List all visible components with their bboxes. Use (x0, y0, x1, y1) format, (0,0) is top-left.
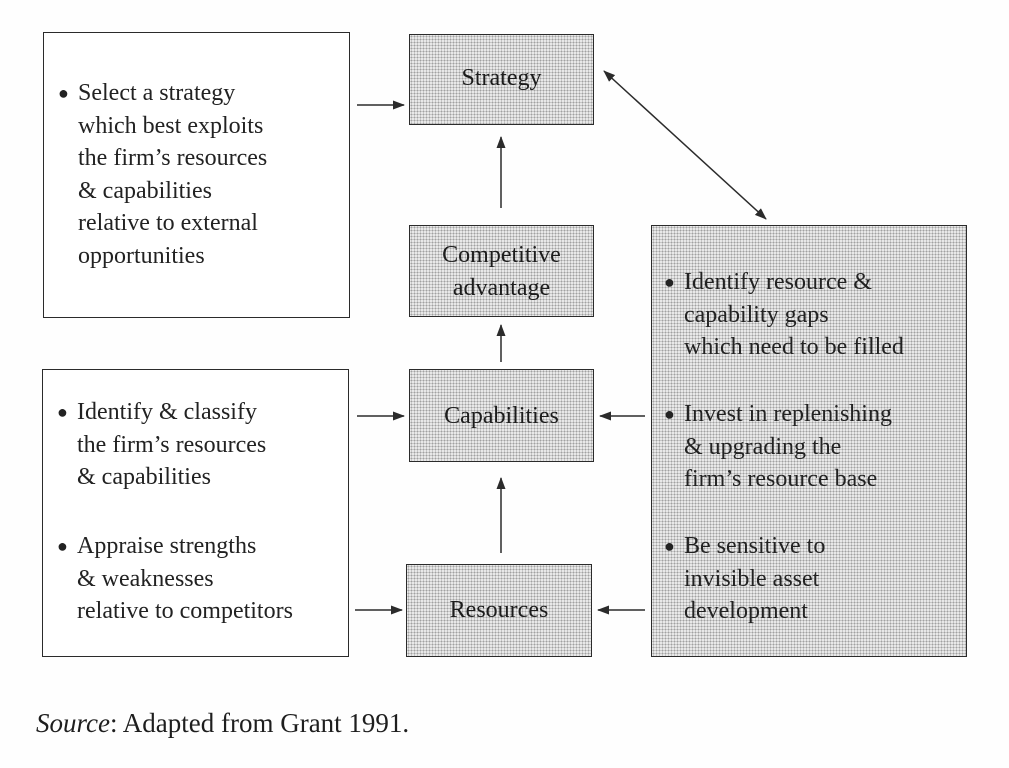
arrow-strategy-gaps-bidirectional (603, 70, 767, 220)
bullet-text: which need to be filled (684, 334, 904, 360)
bullet-icon: ● (57, 536, 68, 556)
bullet-text: Select a strategy (78, 80, 236, 106)
bullet-text: which best exploits (78, 112, 264, 139)
source-text: : Adapted from Grant 1991. (109, 708, 410, 738)
bullet-text: Appraise strengths (77, 533, 257, 559)
identify-classify-bullet: ● Identify & classify the firm’s resource… (49, 396, 266, 494)
bullet-text: opportunities (78, 242, 205, 269)
source-label: Source (36, 708, 110, 738)
bullet-text: relative to competitors (77, 598, 293, 624)
bullet-text: the firm’s resources (78, 145, 268, 171)
capabilities-label: Capabilities (444, 403, 559, 429)
resource-gaps-box: ● Identify resource & capability gaps whi… (651, 225, 967, 657)
capabilities-box: Capabilities (409, 369, 594, 462)
bullet-text: relative to external (78, 210, 258, 236)
bullet-text: & upgrading the (684, 433, 842, 460)
bullet-icon: ● (57, 402, 68, 422)
bullet-icon: ● (664, 536, 675, 556)
invisible-asset-bullet: ● Be sensitive to invisible asset develop… (656, 530, 825, 628)
bullet-text: & weaknesses (77, 565, 214, 592)
strategy-selection-bullet: ● Select a strategy which best exploits t… (50, 77, 267, 272)
bullet-text: & capabilities (77, 464, 211, 490)
bullet-text: invisible asset (684, 565, 820, 592)
bullet-text: Invest in replenishing (684, 401, 892, 427)
bullet-text: & capabilities (78, 177, 212, 204)
bullet-text: Be sensitive to (684, 533, 826, 559)
strategy-selection-box: ● Select a strategy which best exploits t… (43, 32, 350, 318)
resource-appraisal-box: ● Identify & classify the firm’s resource… (42, 369, 349, 657)
resources-label: Resources (449, 597, 549, 623)
competitive-advantage-label-line-1: Competitive (442, 242, 561, 268)
bullet-text: Identify resource & (684, 269, 872, 295)
identify-gaps-bullet: ● Identify resource & capability gaps whi… (656, 266, 904, 364)
bullet-text: Identify & classify (77, 399, 257, 425)
bullet-text: capability gaps (684, 301, 829, 328)
strategy-label: Strategy (461, 65, 542, 91)
appraise-strengths-bullet: ● Appraise strengths & weaknesses relativ… (49, 530, 293, 628)
competitive-advantage-label-line-2: advantage (452, 275, 551, 301)
bullet-text: the firm’s resources (77, 431, 267, 458)
invest-replenishing-bullet: ●Invest in replenishing & upgrading the … (656, 398, 892, 496)
bullet-icon: ● (58, 83, 69, 103)
bullet-icon: ● (664, 272, 675, 292)
strategy-box: Strategy (409, 34, 594, 125)
bullet-text: development (684, 598, 808, 624)
source-caption: Source: Adapted from Grant 1991. (36, 708, 409, 739)
bullet-icon: ● (664, 404, 675, 424)
resources-box: Resources (406, 564, 592, 657)
bullet-text: firm’s resource base (684, 466, 878, 492)
competitive-advantage-box: Competitive advantage (409, 225, 594, 317)
